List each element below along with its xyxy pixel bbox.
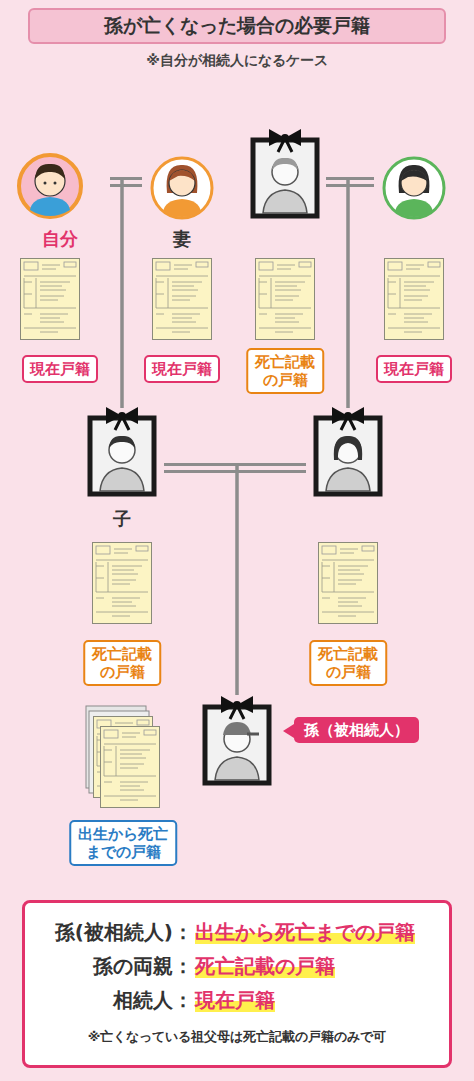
descent-stroke: [122, 179, 142, 409]
descent-stroke: [110, 179, 122, 409]
subtitle-note: ※自分が相続人になるケース: [146, 52, 328, 69]
document-icon: [319, 543, 378, 624]
face: [401, 170, 427, 196]
descent-stroke: [237, 465, 306, 696]
cap-brim: [247, 733, 259, 736]
diagram-title: 孫が亡くなった場合の必要戸籍: [28, 8, 446, 44]
document-icon: [385, 259, 444, 340]
shirt: [395, 199, 433, 217]
memorial-frame: [205, 696, 269, 783]
document-icon: [256, 259, 315, 340]
memorial-frame: [316, 407, 380, 494]
person-self: 自分現在戸籍: [10, 148, 110, 390]
descent-line: [348, 179, 374, 409]
callout-pointer: [283, 724, 294, 738]
descent-line: [237, 465, 306, 696]
child-spouse-portrait: [316, 407, 380, 494]
descent-stroke: [164, 465, 237, 696]
person-name: 子: [113, 508, 131, 530]
callout-label: 孫（被相続人）: [294, 717, 419, 743]
portrait-ground: [152, 158, 212, 218]
person-wife: 妻現在戸籍: [142, 148, 222, 390]
grandmother-portrait: [384, 158, 444, 218]
portrait-ground: [19, 155, 81, 217]
person-child: 子死亡記載の戸籍: [80, 408, 164, 692]
fringe: [401, 170, 427, 181]
summary-value: 死亡記載の戸籍: [195, 954, 335, 978]
descent-stroke: [348, 179, 374, 409]
grandchild-portrait: [205, 696, 269, 783]
descent-line: [110, 179, 122, 409]
document-tag: 現在戸籍: [144, 355, 220, 383]
hair: [35, 164, 65, 179]
person-child-spouse: 死亡記載の戸籍: [306, 408, 390, 692]
summary-key: 孫(被相続人)：: [25, 920, 193, 944]
shirt: [30, 197, 70, 216]
marriage-stroke: [164, 470, 306, 473]
eye: [44, 182, 47, 185]
summary-note: ※亡くなっている祖父母は死亡記載の戸籍のみで可: [25, 1029, 449, 1045]
memorial-frame: [253, 129, 317, 216]
person-name: 自分: [42, 228, 78, 250]
document-tag: 現在戸籍: [376, 355, 452, 383]
grandfather-portrait: [253, 129, 317, 216]
descent-stroke: [326, 179, 348, 409]
descent-line: [122, 179, 142, 409]
summary-key: 相続人：: [25, 988, 193, 1012]
document-icon: [153, 259, 212, 340]
summary-value: 現在戸籍: [195, 988, 275, 1012]
hair: [334, 436, 362, 460]
document-tag: 現在戸籍: [22, 355, 98, 383]
shirt: [163, 199, 201, 217]
person-name: 妻: [173, 228, 191, 250]
wife-portrait: [152, 158, 212, 218]
self-portrait: [19, 155, 81, 217]
document-icon: [93, 543, 152, 624]
summary-value: 出生から死亡までの戸籍: [195, 920, 415, 944]
face: [169, 170, 195, 196]
person-grandmother: 現在戸籍: [374, 148, 454, 390]
document-icon: [101, 727, 160, 808]
fringe: [169, 170, 195, 181]
memorial-frame: [90, 407, 154, 494]
document-tag: 死亡記載の戸籍: [309, 640, 387, 686]
marriage-stroke: [110, 184, 142, 187]
portrait-ground: [384, 158, 444, 218]
eye: [54, 182, 57, 185]
document-tag: 死亡記載の戸籍: [83, 640, 161, 686]
document-icon: [21, 259, 80, 340]
summary-box: 孫(被相続人)：出生から死亡までの戸籍孫の両親：死亡記載の戸籍相続人：現在戸籍 ※…: [22, 900, 452, 1068]
document-tag: 死亡記載の戸籍: [246, 348, 324, 394]
hair: [109, 436, 135, 448]
hair: [272, 158, 298, 170]
document-tag: 出生から死亡までの戸籍: [69, 820, 177, 866]
descent-line: [326, 179, 348, 409]
descent-line: [164, 465, 237, 696]
summary-key: 孫の両親：: [25, 954, 193, 978]
child-portrait: [90, 407, 154, 494]
cap: [223, 722, 251, 735]
person-grandfather: 死亡記載の戸籍: [244, 136, 326, 394]
person-grandchild: 孫（被相続人） 出生から死亡までの戸籍: [66, 695, 440, 873]
marriage-stroke: [326, 184, 374, 187]
